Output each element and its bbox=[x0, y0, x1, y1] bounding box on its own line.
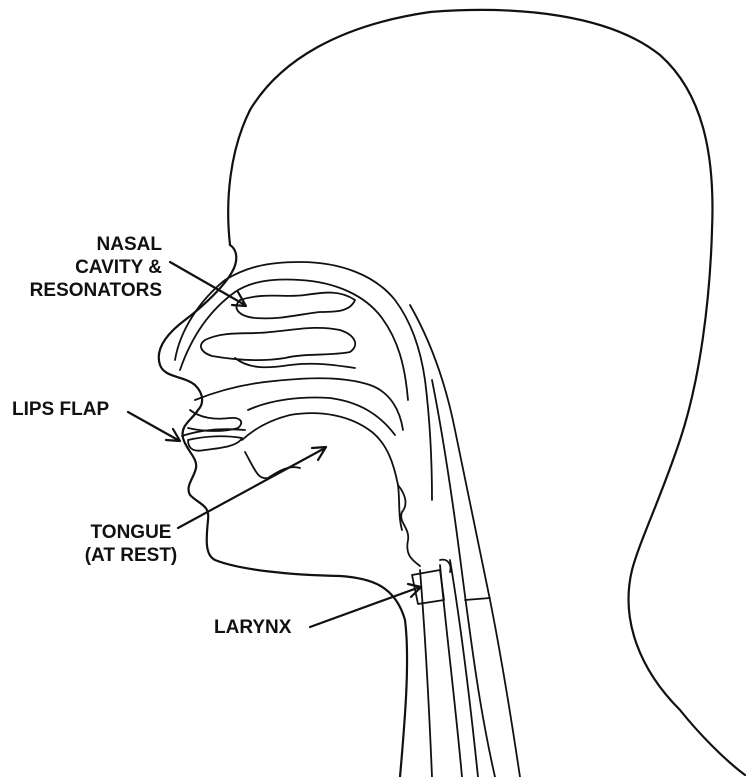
lips-flap bbox=[182, 429, 245, 436]
esophagus-marker bbox=[465, 598, 490, 600]
palate bbox=[195, 378, 403, 430]
nasal-label-line-1: NASAL bbox=[10, 233, 162, 256]
lips-pointer bbox=[128, 412, 178, 440]
tongue-label: TONGUE (AT REST) bbox=[76, 521, 186, 567]
head-outline bbox=[228, 10, 745, 775]
turbinate-upper bbox=[236, 293, 355, 319]
tongue-label-line-2: (AT REST) bbox=[76, 544, 186, 567]
tongue-label-line-1: TONGUE bbox=[76, 521, 186, 544]
upper-lip bbox=[188, 410, 241, 431]
turbinate-middle bbox=[201, 328, 355, 360]
lips-flap-label: LIPS FLAP bbox=[12, 398, 109, 421]
nasal-cavity-label: NASAL CAVITY & RESONATORS bbox=[10, 233, 162, 302]
palate-underside bbox=[248, 398, 395, 436]
nasal-label-line-3: RESONATORS bbox=[10, 279, 162, 302]
larynx-pointer bbox=[310, 587, 420, 627]
larynx-label: LARYNX bbox=[214, 616, 291, 639]
trachea-line-1 bbox=[420, 570, 432, 777]
tongue bbox=[242, 413, 402, 530]
lower-lip bbox=[188, 436, 242, 450]
neck-back-line bbox=[410, 305, 520, 777]
tongue-pointer bbox=[178, 448, 325, 528]
nasal-label-line-2: CAVITY & bbox=[10, 256, 162, 279]
nasal-cavity-inner bbox=[180, 280, 408, 401]
face-profile bbox=[159, 245, 407, 777]
larynx-cartilage bbox=[440, 560, 451, 572]
